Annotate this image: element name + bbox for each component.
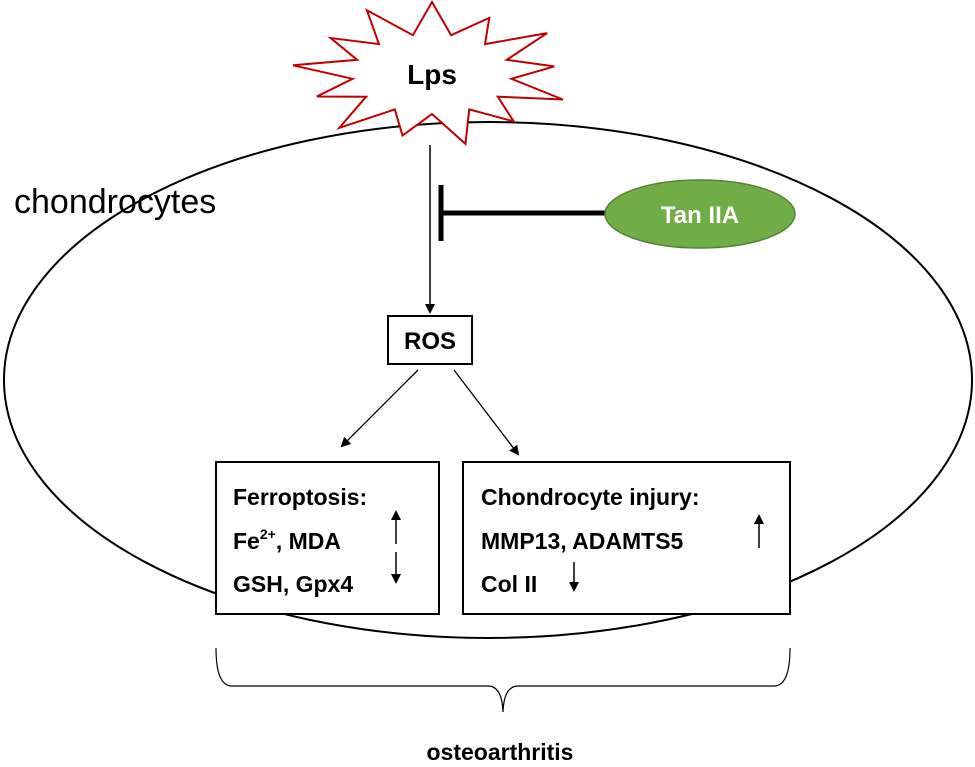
- ros-to-injury-arrow: [453, 369, 520, 456]
- injury-title: Chondrocyte injury:: [481, 484, 700, 510]
- fe-symbol: Fe: [233, 528, 260, 554]
- injury-line-col-ii: Col II: [481, 571, 537, 597]
- lps-starburst-shape: [292, 0, 564, 146]
- ros-box: [387, 315, 473, 365]
- chondrocyte-cell-outline: [3, 121, 973, 639]
- grouping-brace: [215, 647, 791, 713]
- tan-iia-label: Tan IIA: [661, 202, 739, 229]
- injury-box: [462, 461, 791, 615]
- ros-label: ROS: [404, 328, 456, 355]
- ferroptosis-box: [215, 461, 440, 615]
- mda-text: , MDA: [276, 528, 341, 554]
- ferroptosis-line-gsh-gpx4: GSH, Gpx4: [233, 571, 353, 597]
- ros-to-ferroptosis-arrow: [340, 369, 419, 448]
- fe-charge-superscript: 2+: [260, 526, 276, 542]
- cell-label: chondrocytes: [14, 183, 216, 221]
- ferroptosis-line-fe-mda: Fe2+, MDA: [233, 526, 341, 554]
- lps-label: Lps: [407, 59, 457, 90]
- ferroptosis-title: Ferroptosis:: [233, 484, 367, 510]
- injury-line-mmp13-adamts5: MMP13, ADAMTS5: [481, 528, 684, 554]
- tan-iia-node: [604, 179, 796, 249]
- outcome-label: osteoarthritis: [427, 739, 574, 765]
